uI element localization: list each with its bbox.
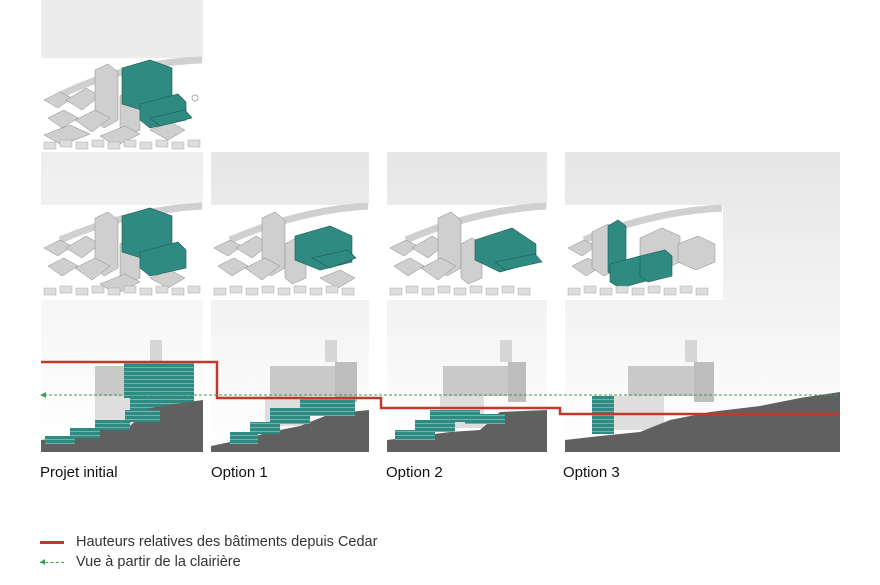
label-option-2: Option 2 bbox=[386, 464, 443, 481]
label-projet-initial: Projet initial bbox=[40, 464, 118, 481]
label-option-3: Option 3 bbox=[563, 464, 620, 481]
legend-heights-label: Hauteurs relatives des bâtiments depuis … bbox=[76, 534, 378, 550]
panel-initial bbox=[41, 152, 203, 452]
view-line-arrowhead bbox=[40, 392, 46, 398]
legend-heights: Hauteurs relatives des bâtiments depuis … bbox=[40, 534, 377, 550]
legend-red-line-swatch bbox=[40, 540, 64, 544]
panel-option-1 bbox=[211, 152, 369, 452]
legend-view: Vue à partir de la clairière bbox=[40, 554, 241, 570]
aerial-initial-top bbox=[41, 0, 203, 153]
legend-green-arrow-swatch bbox=[40, 558, 64, 565]
legend-view-label: Vue à partir de la clairière bbox=[76, 554, 241, 570]
label-option-1: Option 1 bbox=[211, 464, 268, 481]
panel-option-2 bbox=[387, 152, 547, 452]
panel-option-3 bbox=[565, 152, 840, 452]
relative-heights-line bbox=[41, 360, 840, 416]
